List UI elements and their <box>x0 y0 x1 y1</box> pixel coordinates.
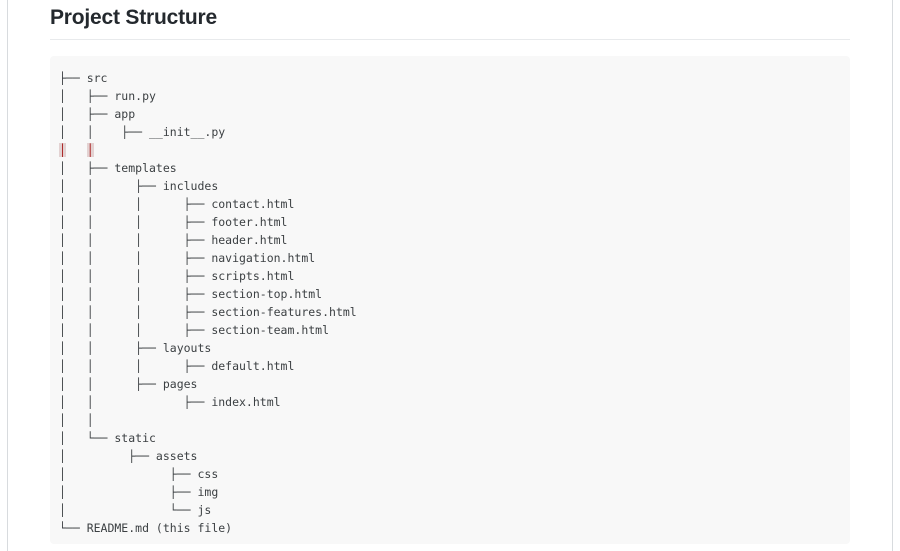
tree-line: │ ├── run.py <box>59 89 156 103</box>
tree-line: │ │ ├── __init__.py <box>59 125 226 139</box>
page-title: Project Structure <box>50 6 850 40</box>
project-structure-code-block: ├── src │ ├── run.py │ ├── app │ │ ├── __in… <box>50 56 850 544</box>
tree-line: │ │ │ ├── footer.html <box>59 215 288 229</box>
tree-line: ├── src <box>59 71 108 85</box>
document-body: Project Structure ├── src │ ├── run.py │ ├… <box>8 0 850 544</box>
tree-line: │ │ │ ├── default.html <box>59 359 295 373</box>
tree-line: │ │ ├── index.html <box>59 395 281 409</box>
content-panel: Project Structure ├── src │ ├── run.py │ ├… <box>7 0 893 551</box>
tree-line: │ ├── app <box>59 107 136 121</box>
tree-line: │ │ │ ├── contact.html <box>59 197 295 211</box>
tree-line: │ ├── img <box>59 485 219 499</box>
tree-line: │ │ <box>59 413 94 427</box>
error-token: │ <box>86 143 94 157</box>
tree-line: │ │ │ ├── section-top.html <box>59 287 323 301</box>
tree-line: │ │ <box>59 141 840 159</box>
error-token: │ <box>59 143 66 157</box>
tree-line: │ │ ├── includes <box>59 179 219 193</box>
tree-line: │ │ │ ├── section-team.html <box>59 323 330 337</box>
tree-line: │ │ │ ├── scripts.html <box>59 269 295 283</box>
tree-line: │ ├── css <box>59 467 219 481</box>
tree-line: └── README.md (this file) <box>59 521 233 535</box>
tree-line: │ ├── assets <box>59 449 198 463</box>
tree-line: │ │ │ ├── header.html <box>59 233 288 247</box>
tree-line: │ └── js <box>59 503 212 517</box>
tree-line: │ ├── templates <box>59 161 177 175</box>
tree-line: │ │ ├── layouts <box>59 341 212 355</box>
tree-line: │ │ │ ├── navigation.html <box>59 251 316 265</box>
tree-line: │ │ ├── pages <box>59 377 198 391</box>
tree-line: │ │ │ ├── section-features.html <box>59 305 357 319</box>
tree-line: │ └── static <box>59 431 156 445</box>
